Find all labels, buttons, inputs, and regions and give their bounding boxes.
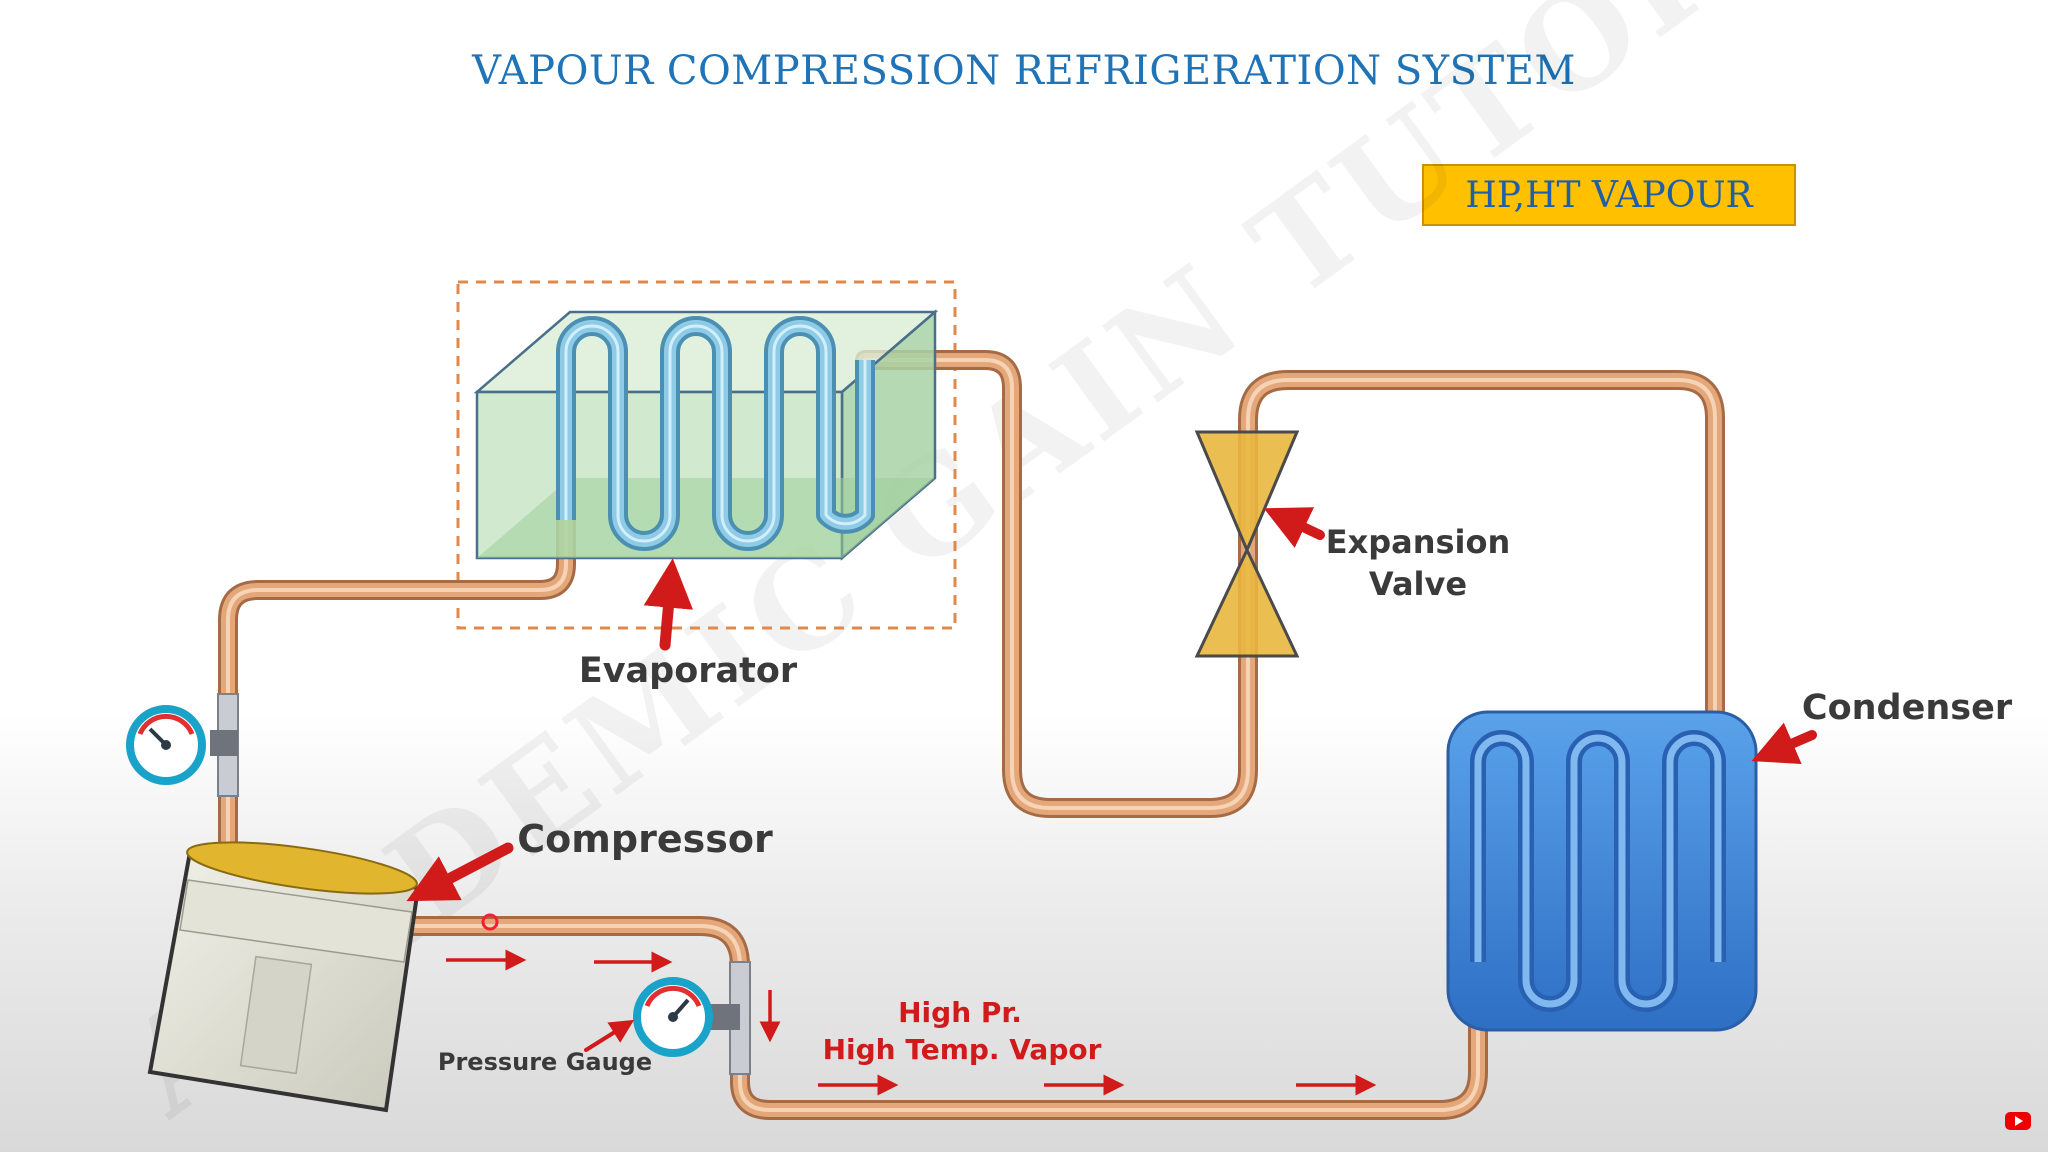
condenser-label: Condenser [1802, 688, 2013, 728]
pressure-gauge-icon [633, 961, 751, 1075]
expansion-valve [1194, 430, 1300, 658]
evaporator-label: Evaporator [579, 651, 798, 691]
flow-label-line2: High Temp. Vapor [823, 1033, 1102, 1066]
evaporator-boundary [456, 280, 957, 630]
compressor-label: Compressor [517, 817, 773, 861]
evaporator [473, 309, 939, 561]
flow-arrows [446, 949, 1377, 1096]
pointer-arrows [406, 507, 1817, 1052]
pressure-gauge-label: Pressure Gauge [438, 1048, 652, 1076]
condenser [1446, 710, 1758, 1032]
condenser-pointer [1751, 722, 1817, 764]
page-title: VAPOUR COMPRESSION REFRIGERATION SYSTEM [472, 48, 1576, 94]
expansion-valve-label-line1: Expansion [1326, 523, 1511, 561]
evaporator-pointer [643, 558, 694, 651]
pressure-gauge-icon [126, 693, 239, 797]
pipe-network [218, 350, 1725, 1120]
flow-label-line1: High Pr. [898, 996, 1022, 1029]
youtube-icon[interactable] [2005, 1112, 2031, 1130]
compressor [147, 841, 499, 1113]
compressor-pointer [406, 842, 514, 902]
expansion-valve-label-line2: Valve [1369, 565, 1467, 603]
stage-badge: HP,HT VAPOUR [1422, 164, 1796, 226]
expansion-valve-pointer [1263, 507, 1325, 548]
pressure-gauge-pointer [584, 1019, 635, 1052]
